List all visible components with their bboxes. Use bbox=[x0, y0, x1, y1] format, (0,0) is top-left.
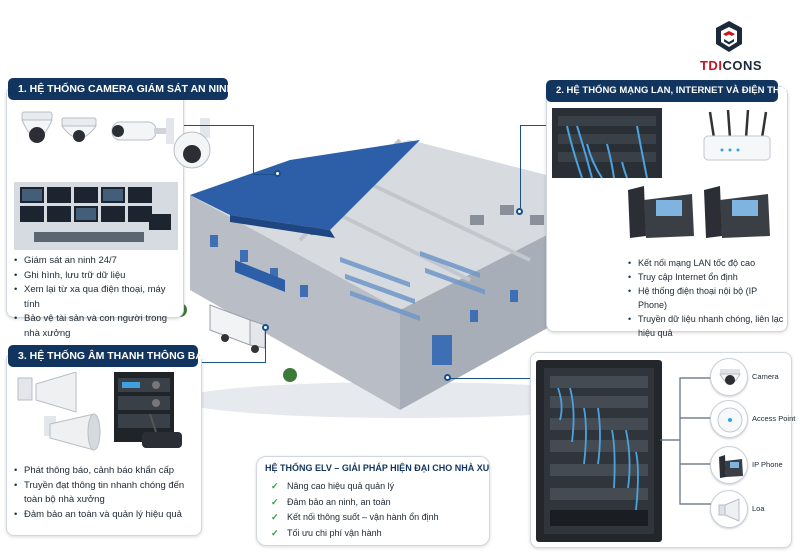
device-label-ip-phone: IP Phone bbox=[752, 460, 783, 469]
elv-benefit-list: Nâng cao hiệu quả quản lý Đảm bảo an nin… bbox=[271, 479, 485, 541]
list-item: Truyền đạt thông tin nhanh chóng đến toà… bbox=[14, 479, 198, 508]
ip-phone-icon bbox=[628, 186, 770, 238]
horn-speaker-icon bbox=[17, 372, 101, 451]
network-leader-dot bbox=[516, 208, 523, 215]
cctv-panel-title: 1. HỆ THỐNG CAMERA GIÁM SÁT AN NINH (CCT… bbox=[8, 78, 273, 100]
list-item: Hệ thống điện thoại nội bộ (IP Phone) bbox=[628, 284, 784, 312]
list-item: Giám sát an ninh 24/7 bbox=[14, 254, 182, 269]
list-item: Xem lại từ xa qua điện thoại, máy tính bbox=[14, 283, 182, 312]
list-item: Ghi hình, lưu trữ dữ liệu bbox=[14, 269, 182, 284]
amplifier-icon bbox=[114, 372, 182, 448]
logo-wordmark: TDICONS bbox=[699, 58, 762, 73]
list-item: Bảo vệ tài sản và con người trong nhà xư… bbox=[14, 312, 182, 341]
monitor-wall-icon bbox=[14, 182, 178, 250]
speaker-device-ring bbox=[710, 490, 748, 528]
network-leader-line bbox=[520, 125, 546, 211]
list-item: Phát thông báo, cảnh báo khẩn cấp bbox=[14, 464, 198, 479]
ptz-camera-icon bbox=[173, 118, 211, 169]
rack-leader-line bbox=[448, 378, 530, 379]
list-item: Tối ưu chi phí vận hành bbox=[271, 526, 485, 542]
list-item: Truy cập Internet ổn định bbox=[628, 270, 784, 284]
cctv-leader-line-2 bbox=[254, 174, 276, 175]
rack-connector-lines bbox=[660, 377, 712, 505]
list-item: Kết nối mạng LAN tốc độ cao bbox=[628, 256, 784, 270]
server-rack-icon bbox=[536, 360, 662, 542]
network-feature-list: Kết nối mạng LAN tốc độ cao Truy cập Int… bbox=[628, 256, 784, 340]
pa-leader-line-2 bbox=[265, 330, 266, 363]
list-item: Kết nối thông suốt – vận hành ổn định bbox=[271, 510, 485, 526]
access-point-icon bbox=[717, 407, 743, 433]
dome-camera-icon bbox=[719, 369, 741, 385]
access-point-device-ring bbox=[710, 400, 748, 438]
camera-device-ring bbox=[710, 358, 748, 396]
pa-leader-line bbox=[202, 362, 266, 363]
logo-mark-icon bbox=[716, 21, 742, 52]
speaker-icon bbox=[718, 498, 740, 522]
truck-icon bbox=[209, 304, 266, 353]
network-switch-icon bbox=[552, 108, 662, 178]
pa-leader-dot bbox=[262, 324, 269, 331]
elv-summary-box: HỆ THỐNG ELV – GIẢI PHÁP HIỆN ĐẠI CHO NH… bbox=[256, 456, 490, 546]
list-item: Truyền dữ liệu nhanh chóng, liên lạc hiệ… bbox=[628, 312, 784, 340]
ip-phone-icon bbox=[719, 455, 743, 478]
list-item: Đảm bảo an ninh, an toàn bbox=[271, 495, 485, 511]
cctv-feature-list: Giám sát an ninh 24/7 Ghi hình, lưu trữ … bbox=[14, 254, 182, 341]
network-panel-title: 2. HỆ THỐNG MẠNG LAN, INTERNET VÀ ĐIỆN T… bbox=[546, 80, 800, 102]
ip-phone-device-ring bbox=[710, 446, 748, 484]
device-label-speaker: Loa bbox=[752, 504, 765, 513]
pa-panel-title: 3. HỆ THỐNG ÂM THANH THÔNG BÁO (PA) bbox=[8, 345, 235, 367]
elv-title: HỆ THỐNG ELV – GIẢI PHÁP HIỆN ĐẠI CHO NH… bbox=[265, 463, 490, 473]
pa-feature-list: Phát thông báo, cảnh báo khẩn cấp Truyền… bbox=[14, 464, 198, 522]
cctv-leader-line bbox=[184, 125, 254, 175]
list-item: Đảm bảo an toàn và quản lý hiệu quả bbox=[14, 508, 198, 523]
wifi-router-icon bbox=[703, 109, 771, 161]
brand-logo: TDICONS bbox=[686, 20, 776, 80]
device-label-access-point: Access Point bbox=[752, 414, 796, 423]
cctv-leader-dot bbox=[274, 170, 281, 177]
factory-illustration bbox=[173, 138, 636, 418]
bullet-camera-icon bbox=[111, 118, 174, 144]
device-label-camera: Camera bbox=[752, 372, 779, 381]
list-item: Nâng cao hiệu quả quản lý bbox=[271, 479, 485, 495]
dome-camera-icon bbox=[21, 111, 97, 143]
rack-leader-dot bbox=[444, 374, 451, 381]
